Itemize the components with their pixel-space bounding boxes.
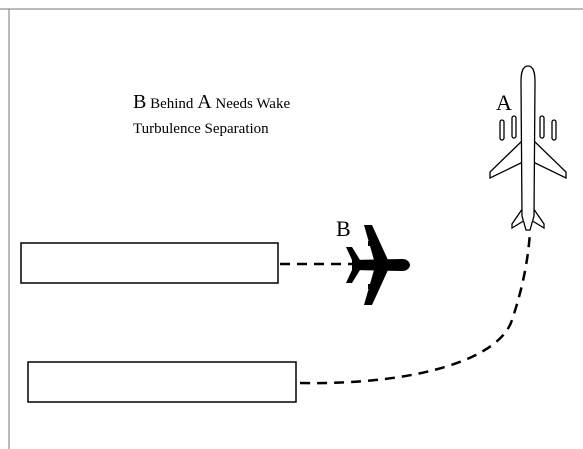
label-aircraft-b: B (336, 216, 351, 241)
caption-line-2: Turbulence Separation (133, 121, 269, 137)
airplane-solid-icon (346, 225, 410, 305)
runway-lower (27, 361, 297, 403)
caption-letter-b: B (133, 91, 146, 113)
caption-letter-a: A (197, 91, 212, 113)
caption-line-1: B Behind A Needs Wake (133, 91, 290, 113)
label-aircraft-a: A (496, 90, 512, 115)
flight-path-a (299, 231, 532, 385)
caption-needs: Needs Wake (212, 96, 291, 112)
airplane-outline-icon (489, 65, 567, 231)
caption-behind: Behind (146, 96, 197, 112)
runway-upper (20, 242, 279, 284)
